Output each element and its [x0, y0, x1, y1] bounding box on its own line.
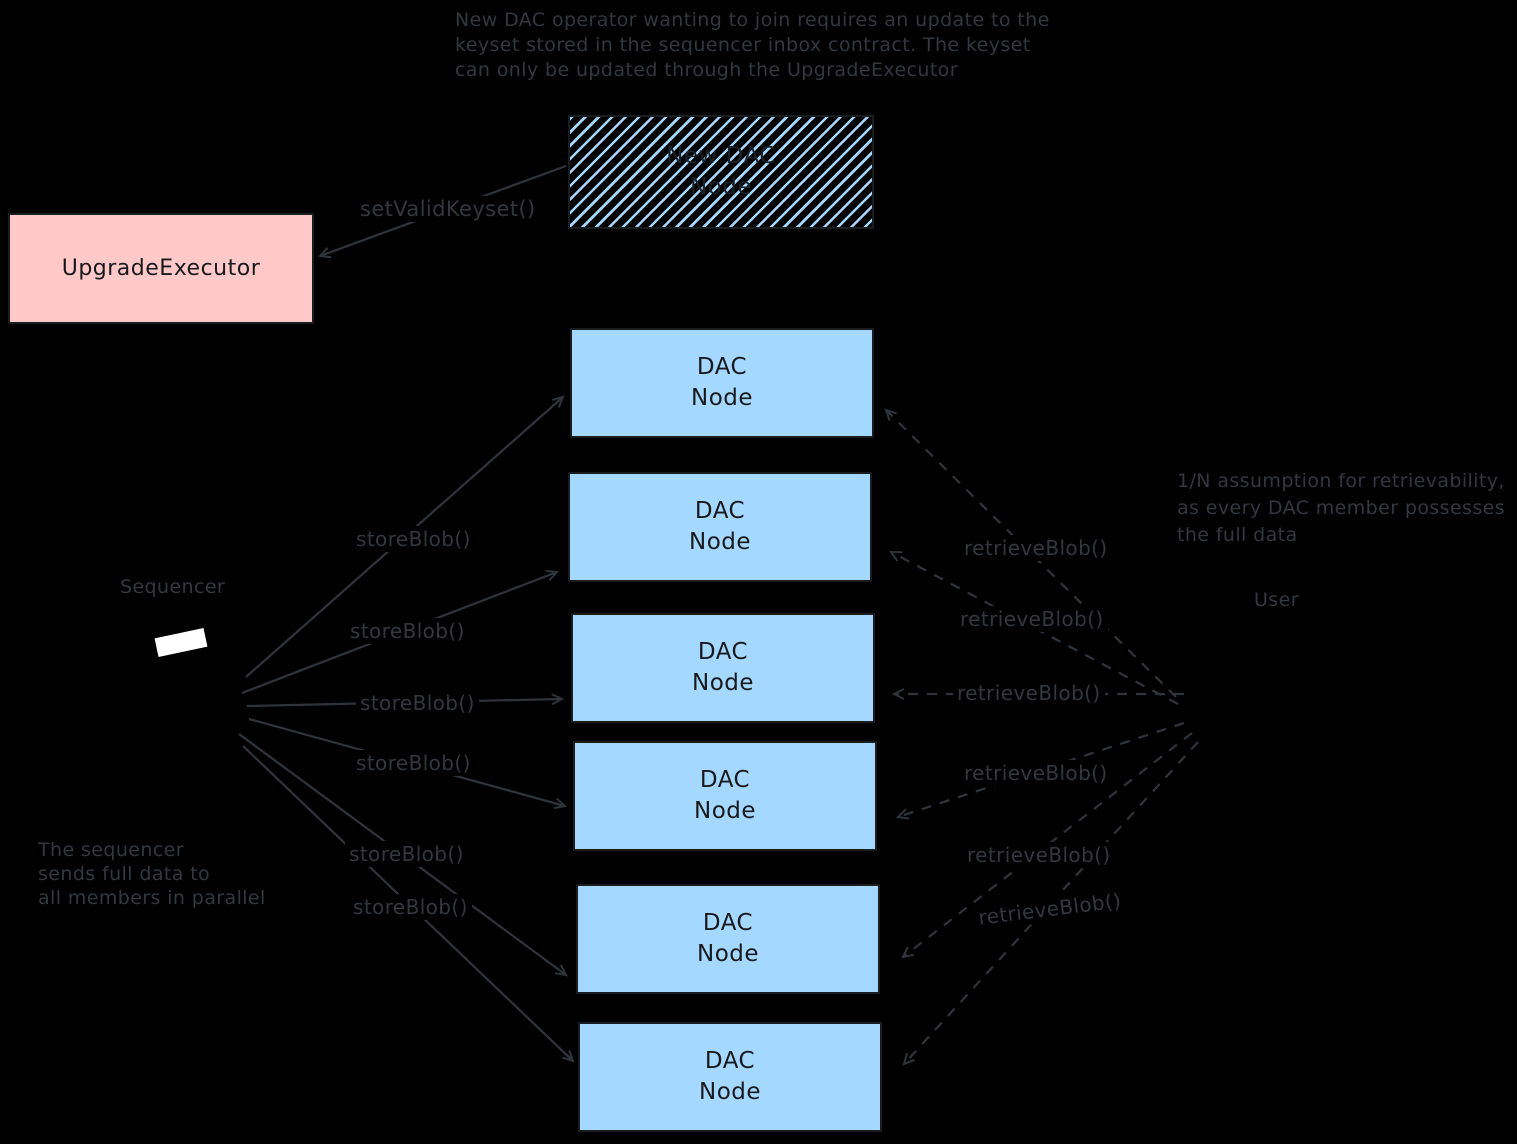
retrieve-blob-label-1: retrieveBlob(): [960, 535, 1112, 561]
store-blob-label-1: storeBlob(): [352, 526, 475, 552]
retrieve-blob-arrow-2: [889, 550, 1179, 705]
dac-node-box-3: DAC Node: [571, 613, 875, 723]
dac-node-label-line1: DAC: [696, 354, 748, 380]
retrievability-note: 1/N assumption for retrievability, as ev…: [1177, 468, 1505, 549]
store-blob-label-3: storeBlob(): [356, 690, 479, 716]
retrievability-note-line: 1/N assumption for retrievability,: [1177, 470, 1505, 492]
keyset-update-note-line: New DAC operator wanting to join require…: [455, 9, 1050, 31]
sequencer-parallel-note-line: The sequencer: [38, 839, 184, 861]
keyset-update-note: New DAC operator wanting to join require…: [455, 8, 1050, 83]
retrieve-blob-arrow-5: [901, 732, 1193, 959]
store-blob-label-2: storeBlob(): [346, 618, 469, 644]
retrievability-note-line: the full data: [1177, 524, 1298, 546]
dac-node-box-5: DAC Node: [576, 884, 880, 994]
dac-node-label-line2: Node: [691, 670, 755, 696]
retrieve-blob-arrow-4: [895, 721, 1185, 820]
upgrade-executor-label: UpgradeExecutor: [61, 256, 261, 281]
user-label: User: [1254, 589, 1299, 611]
upgrade-executor-box: UpgradeExecutor: [8, 213, 314, 324]
new-dac-node-label-line2: Node: [689, 174, 753, 200]
store-blob-label-4: storeBlob(): [352, 750, 475, 776]
store-blob-label-6: storeBlob(): [349, 894, 472, 920]
dac-node-label-line1: DAC: [699, 767, 751, 793]
dac-node-label-line1: DAC: [697, 639, 749, 665]
dac-node-box-6: DAC Node: [578, 1022, 882, 1132]
sequencer-label: Sequencer: [120, 576, 226, 598]
dac-node-label-line1: DAC: [694, 498, 746, 524]
keyset-update-note-line: can only be updated through the UpgradeE…: [455, 59, 958, 81]
retrieve-blob-label-2: retrieveBlob(): [956, 606, 1108, 632]
sequencer-parallel-note: The sequencer sends full data to all mem…: [38, 838, 266, 910]
dac-node-label-line1: DAC: [702, 910, 754, 936]
keyset-update-note-line: keyset stored in the sequencer inbox con…: [455, 34, 1031, 56]
store-blob-label-5: storeBlob(): [345, 841, 468, 867]
dac-node-label-line2: Node: [688, 529, 752, 555]
dac-node-box-2: DAC Node: [568, 472, 872, 582]
set-valid-keyset-label: setValidKeyset(): [356, 196, 540, 222]
dac-node-label-line2: Node: [693, 798, 757, 824]
sequencer-parallel-note-line: sends full data to: [38, 863, 211, 885]
dac-node-label-line2: Node: [690, 385, 754, 411]
retrieve-blob-label-5: retrieveBlob(): [963, 842, 1115, 868]
dac-node-box-1: DAC Node: [570, 328, 874, 438]
new-dac-node-label-line1: New DAC: [666, 143, 776, 169]
new-dac-node-box: New DAC Node: [568, 115, 874, 229]
sequencer-parallel-note-line: all members in parallel: [38, 887, 266, 909]
retrievability-note-line: as every DAC member possesses: [1177, 497, 1506, 519]
retrieve-blob-label-4: retrieveBlob(): [960, 760, 1112, 786]
retrieve-blob-label-3: retrieveBlob(): [953, 680, 1105, 706]
dac-node-box-4: DAC Node: [573, 741, 877, 851]
dac-node-label-line2: Node: [696, 941, 760, 967]
dac-node-label-line2: Node: [698, 1079, 762, 1105]
dac-node-label-line1: DAC: [704, 1048, 756, 1074]
